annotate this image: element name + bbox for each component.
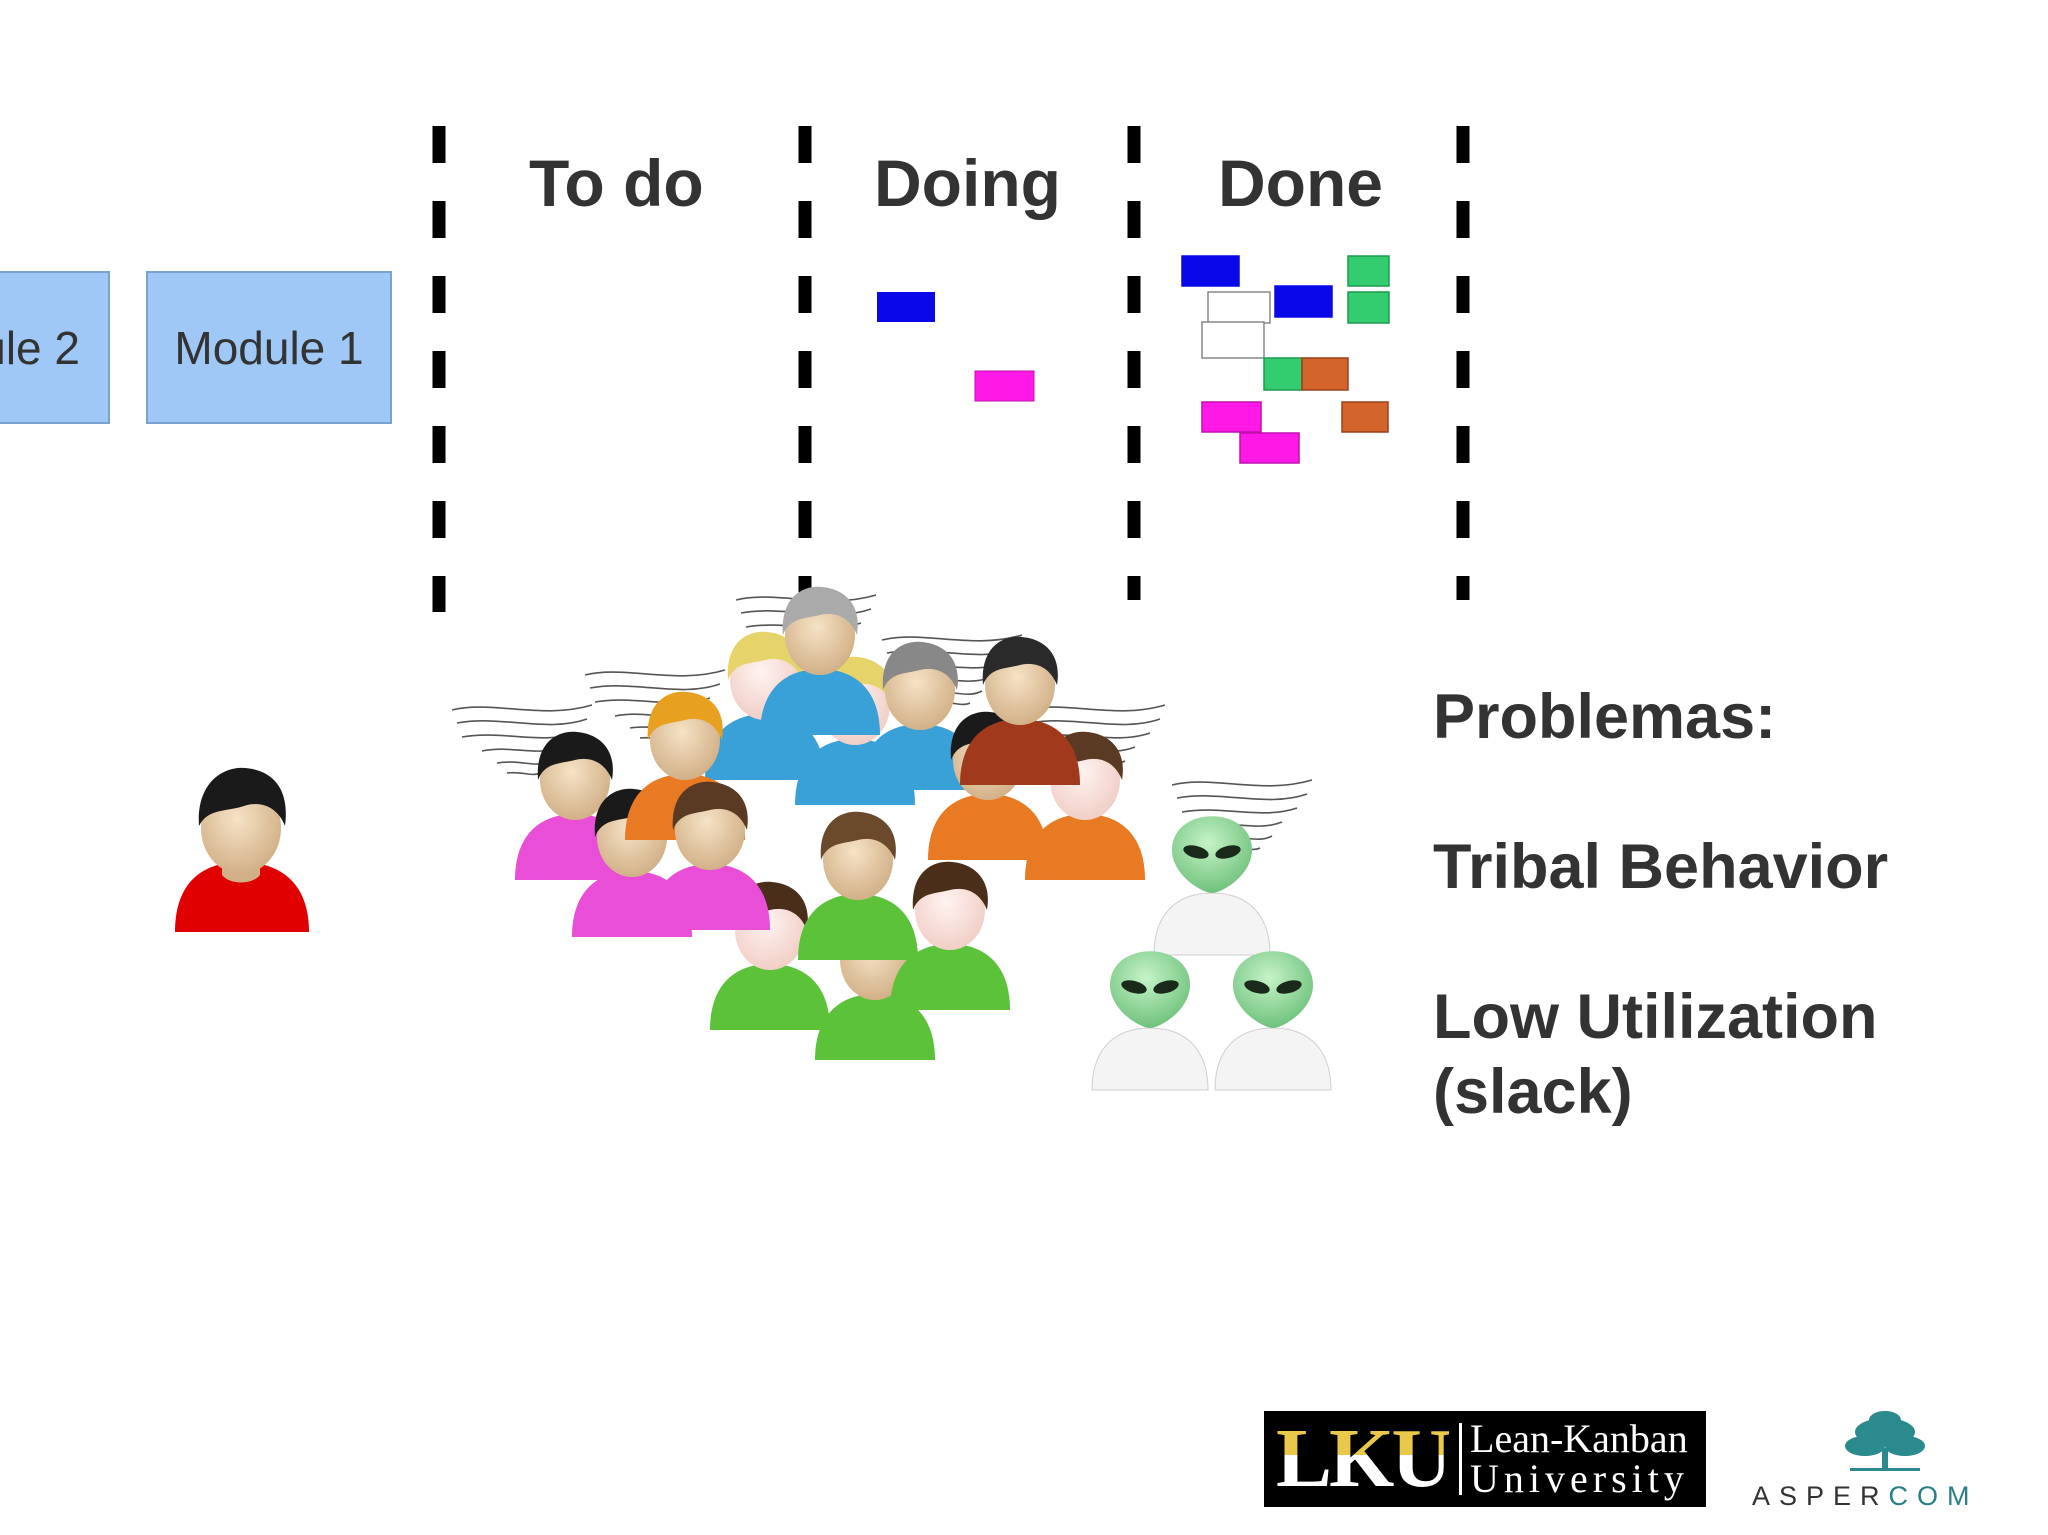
- crowd-person: [960, 636, 1080, 785]
- aspercom-logo: ASPERCOM: [1752, 1481, 1979, 1512]
- column-todo-heading: To do: [529, 146, 704, 220]
- crowd-person: [760, 586, 880, 735]
- problem-slack: (slack): [1433, 1057, 1633, 1127]
- work-card-blue: [1274, 285, 1333, 318]
- lku-logo: LKU Lean-Kanban University: [1264, 1411, 1706, 1507]
- crowd-figures: [515, 586, 1145, 1060]
- aspercom-logo-text-b: COM: [1888, 1481, 1979, 1511]
- module-card-2-label: Module 2: [0, 321, 80, 374]
- crowd-person: [890, 861, 1010, 1010]
- module-card-1-label: Module 1: [174, 321, 364, 374]
- lone-developer-figure: [175, 767, 309, 932]
- work-card-green: [1347, 255, 1390, 287]
- work-card-white: [1207, 291, 1271, 324]
- alien-figure: [1153, 816, 1271, 956]
- work-card-magenta: [1239, 432, 1300, 464]
- crowd-person: [860, 641, 980, 790]
- crowd-person: [650, 781, 770, 930]
- problems-list: Problemas: Tribal Behavior Low Utilizati…: [1433, 680, 1888, 1130]
- crowd-person: [798, 811, 918, 960]
- noise-swirl: [451, 704, 593, 776]
- column-done-heading: Done: [1218, 146, 1383, 220]
- lku-logo-name: Lean-Kanban University: [1470, 1419, 1689, 1499]
- noise-swirl: [1171, 779, 1313, 851]
- lku-logo-name-line2: University: [1470, 1456, 1689, 1501]
- module-card-1: Module 1: [146, 271, 392, 424]
- lku-logo-name-line1: Lean-Kanban: [1470, 1416, 1688, 1461]
- aspercom-logo-text-a: ASPER: [1752, 1481, 1889, 1511]
- column-doing-heading: Doing: [874, 146, 1061, 220]
- work-card-orange: [1301, 357, 1349, 391]
- alien-figures: [1091, 816, 1332, 1091]
- problems-heading: Problemas:: [1433, 682, 1777, 752]
- work-card-magenta: [1201, 401, 1262, 433]
- work-card-green: [1347, 291, 1390, 324]
- lku-logo-divider: [1459, 1423, 1463, 1495]
- problem-tribal-behavior: Tribal Behavior: [1433, 832, 1889, 902]
- work-card-orange: [1341, 401, 1389, 433]
- problem-low-utilization: Low Utilization: [1433, 982, 1878, 1052]
- work-card-green: [1263, 357, 1303, 391]
- work-card-white: [1201, 321, 1265, 359]
- alien-figure: [1214, 951, 1332, 1091]
- work-card-magenta: [974, 370, 1035, 402]
- work-card-blue: [877, 292, 935, 322]
- alien-figure: [1091, 951, 1209, 1091]
- lku-logo-mark: LKU: [1276, 1412, 1452, 1505]
- module-card-2: Module 2: [0, 271, 110, 424]
- work-card-blue: [1181, 255, 1240, 287]
